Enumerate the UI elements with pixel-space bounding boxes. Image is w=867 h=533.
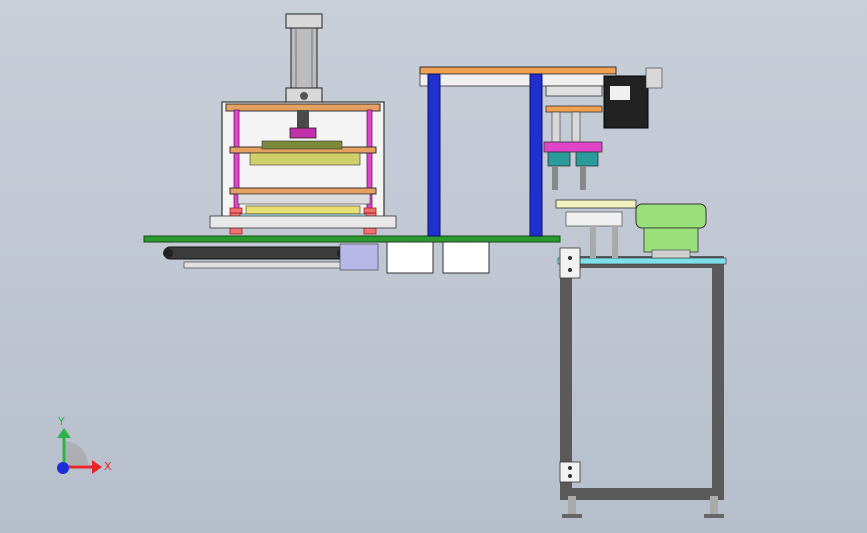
press-assembly[interactable] — [209, 13, 397, 235]
blue-column-right — [529, 73, 543, 237]
servo-motor — [603, 75, 649, 129]
triad-arc — [64, 441, 88, 465]
blue-column-left — [427, 73, 441, 237]
linear-feeder-track — [555, 199, 637, 209]
feeder-stand[interactable] — [557, 247, 727, 518]
coordinate-triad: Y X — [57, 415, 112, 474]
press-top-plate — [225, 103, 381, 112]
press-ram — [297, 110, 309, 130]
z-axis-dot — [57, 462, 69, 474]
y-axis-label: Y — [57, 415, 65, 428]
leveling-foot-left — [568, 496, 576, 514]
gantry-top-beam — [419, 66, 617, 75]
control-box-2 — [442, 241, 490, 274]
leveling-foot-right — [710, 496, 718, 514]
conveyor-roller — [163, 243, 379, 271]
bowl-feeder[interactable] — [635, 203, 707, 259]
x-axis-label: X — [104, 460, 112, 473]
cylinder-body — [290, 27, 318, 91]
gantry[interactable] — [419, 66, 663, 237]
middle-plate — [229, 187, 377, 195]
control-box-1 — [386, 241, 434, 274]
stand-frame — [560, 256, 724, 500]
cylinder-cap-top — [285, 13, 323, 29]
base-plate — [143, 235, 561, 243]
